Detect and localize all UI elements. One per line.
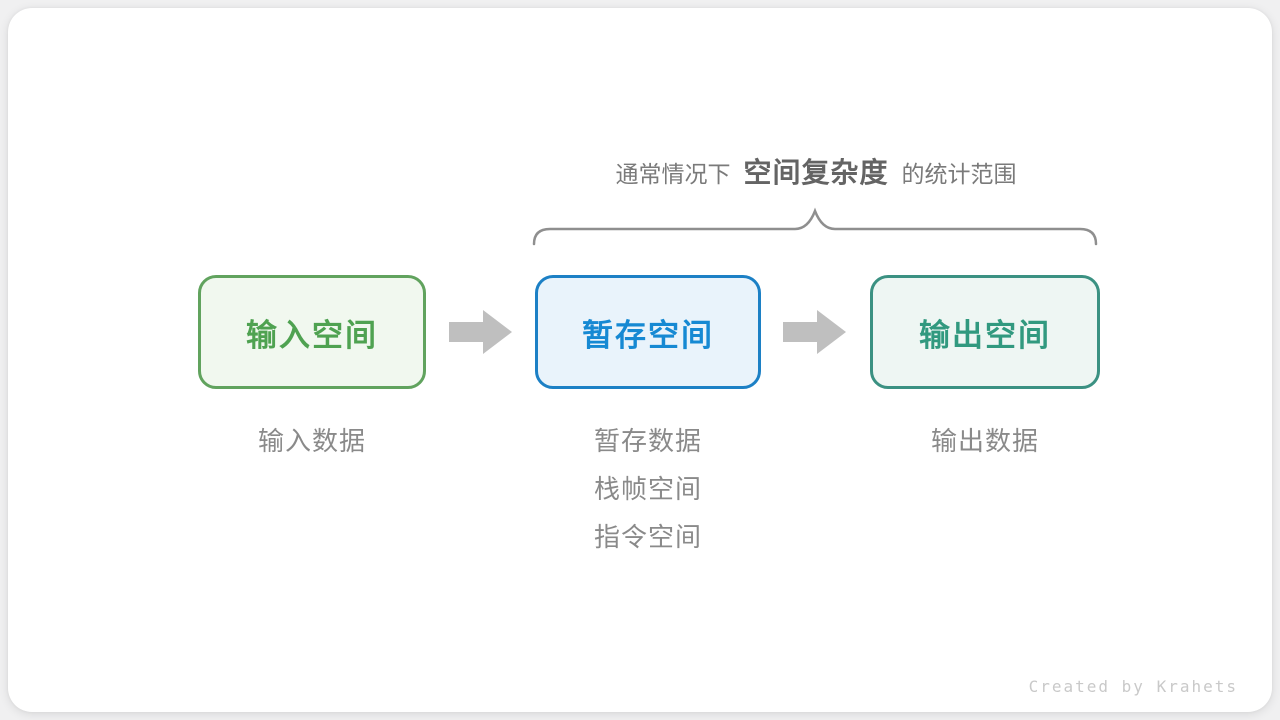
note-temp-data: 暂存数据 xyxy=(593,426,702,456)
input-space-notes: 输入数据 xyxy=(198,417,426,465)
note-stack-frame-space: 栈帧空间 xyxy=(593,474,702,504)
arrow-right-icon xyxy=(783,310,846,354)
temp-space-notes: 暂存数据 栈帧空间 指令空间 xyxy=(535,417,761,561)
node-input-space: 输入空间 xyxy=(198,275,426,389)
arrow-right-icon xyxy=(449,310,512,354)
annotation-prefix: 通常情况下 xyxy=(615,161,731,187)
node-temp-space-label: 暂存空间 xyxy=(582,317,714,353)
brace-icon xyxy=(532,207,1098,246)
node-temp-space: 暂存空间 xyxy=(535,275,761,389)
brace-path xyxy=(532,207,1098,246)
arrow-shape xyxy=(449,310,512,354)
arrow-shape xyxy=(783,310,846,354)
credit-watermark: Created by Krahets xyxy=(1028,677,1238,696)
note-instruction-space: 指令空间 xyxy=(593,522,702,552)
node-input-space-label: 输入空间 xyxy=(246,317,378,353)
note-input-data: 输入数据 xyxy=(257,426,366,456)
scope-annotation: 通常情况下 空间复杂度 的统计范围 xyxy=(458,151,1174,195)
output-space-notes: 输出数据 xyxy=(870,417,1100,465)
annotation-suffix: 的统计范围 xyxy=(901,161,1017,187)
diagram-card: 通常情况下 空间复杂度 的统计范围 输入空间 暂存空间 输出空间 输入数据 暂存… xyxy=(8,8,1272,712)
annotation-term: 空间复杂度 xyxy=(743,157,889,188)
node-output-space-label: 输出空间 xyxy=(919,317,1051,353)
node-output-space: 输出空间 xyxy=(870,275,1100,389)
note-output-data: 输出数据 xyxy=(930,426,1039,456)
